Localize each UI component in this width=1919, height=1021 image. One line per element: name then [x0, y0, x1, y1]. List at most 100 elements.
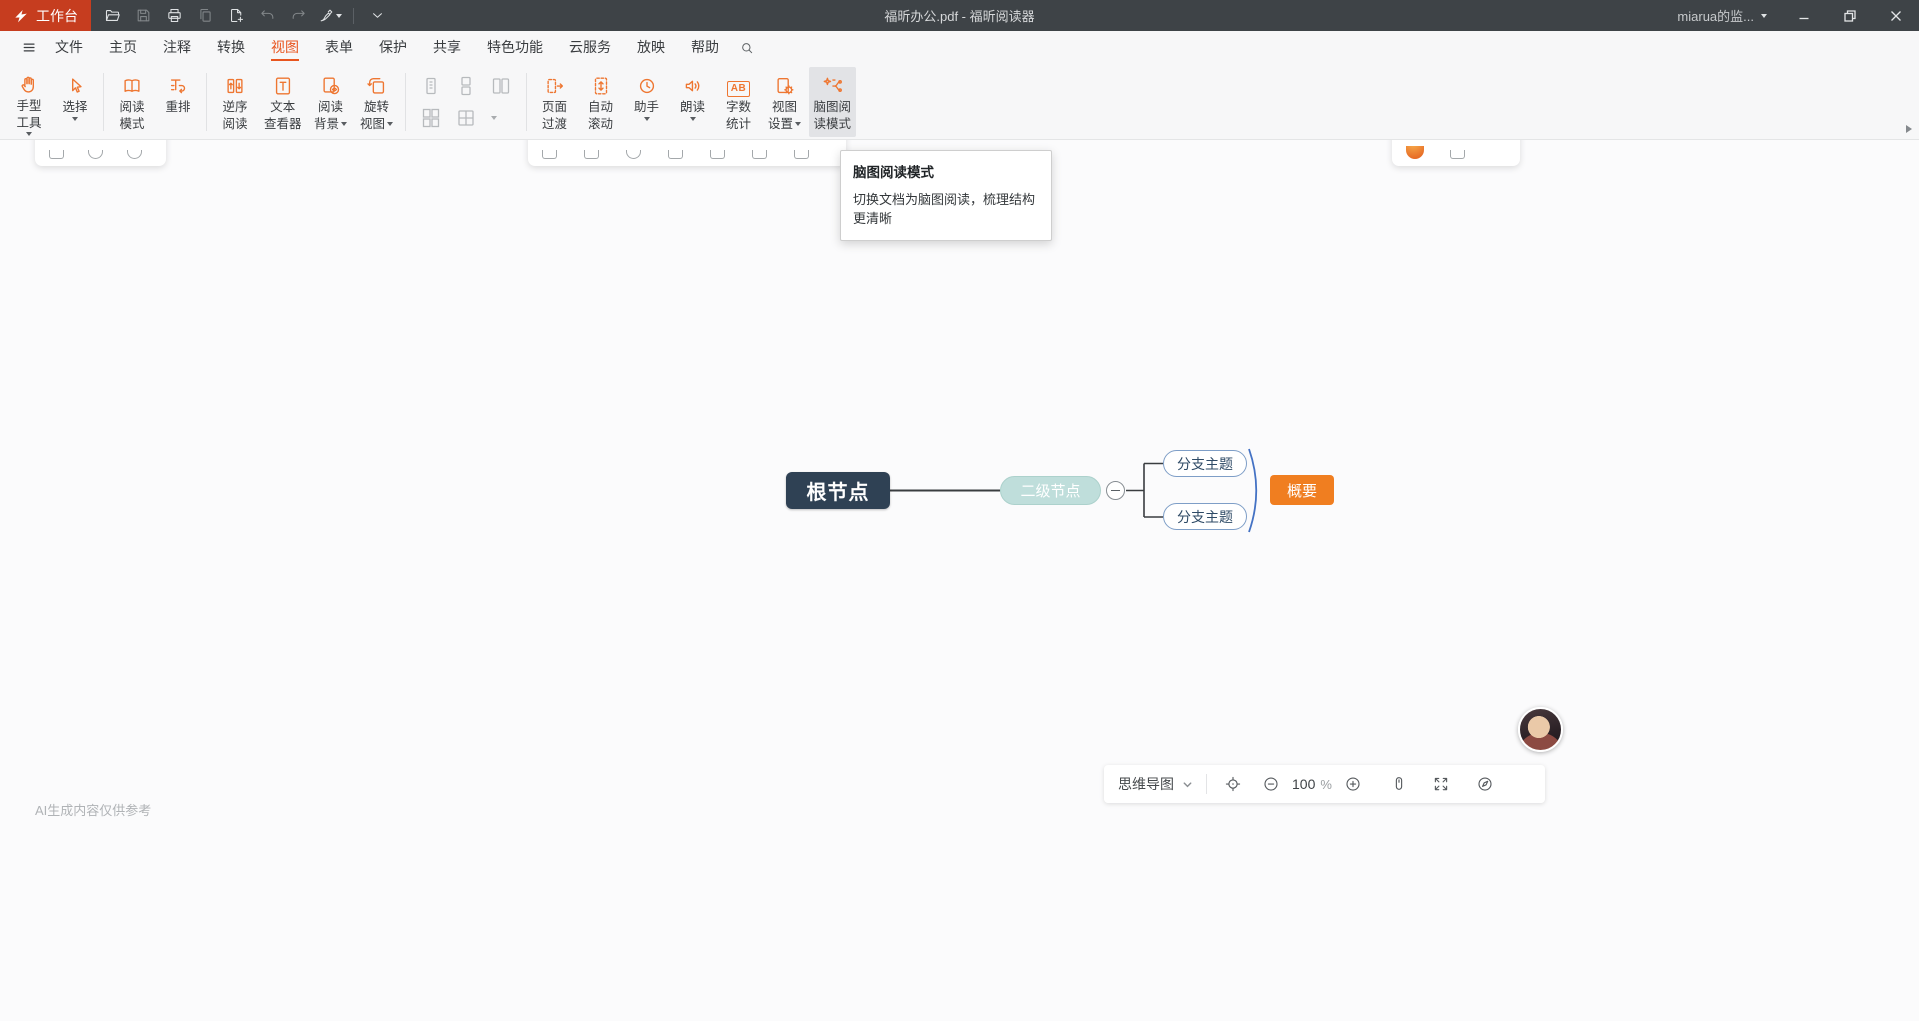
word-count-label: 字数: [726, 100, 752, 114]
menu-cloud[interactable]: 云服务: [569, 39, 611, 55]
toolbar-fragment-icon[interactable]: [49, 150, 64, 159]
layout-continuous-facing-icon[interactable]: [421, 108, 441, 128]
word-count-icon: AB: [726, 72, 751, 99]
user-account-menu[interactable]: miarua的监...: [1677, 6, 1767, 25]
open-file-icon[interactable]: [97, 0, 128, 31]
page-eye-icon: [320, 72, 342, 99]
workspace-label: 工作台: [36, 7, 78, 24]
toolbar-fragment-icon[interactable]: [794, 150, 809, 159]
hand-tool-button[interactable]: 手型工具: [7, 67, 51, 137]
toolbar-fragment-icon[interactable]: [542, 150, 557, 159]
close-button[interactable]: [1873, 0, 1919, 31]
locate-icon[interactable]: [1222, 773, 1244, 795]
zoom-in-button[interactable]: [1342, 773, 1364, 795]
chevron-down-icon: [1183, 781, 1192, 787]
book-icon: [121, 72, 143, 99]
mindmap-summary-node[interactable]: 概要: [1270, 475, 1334, 505]
collapse-branch-button[interactable]: [1106, 481, 1125, 500]
hamburger-icon[interactable]: [16, 31, 42, 64]
read-aloud-button[interactable]: 朗读: [671, 67, 715, 137]
menu-convert[interactable]: 转换: [217, 39, 245, 55]
reverse-reading-button[interactable]: 逆序阅读: [213, 67, 257, 137]
read-aloud-label: 朗读: [680, 100, 706, 114]
workspace-button[interactable]: 工作台: [0, 0, 91, 31]
quick-sign-caret: [335, 13, 342, 18]
save-icon[interactable]: [128, 0, 159, 31]
menu-protect[interactable]: 保护: [379, 39, 407, 55]
mindmap-mode-selector[interactable]: 思维导图: [1118, 774, 1193, 794]
foxit-logo-icon: [15, 9, 27, 22]
layout-continuous-icon[interactable]: [456, 76, 476, 96]
mindmap-mode-label: 脑图阅: [813, 100, 852, 114]
mindmap-branch-node-bottom[interactable]: 分支主题: [1163, 503, 1247, 530]
toolbar-fragment-icon[interactable]: [626, 150, 641, 159]
menu-share[interactable]: 共享: [433, 39, 461, 55]
mindmap-root-node[interactable]: 根节点: [786, 472, 890, 509]
user-name: miarua的监...: [1677, 9, 1754, 24]
zoom-level: 100%: [1292, 776, 1332, 792]
menu-home[interactable]: 主页: [109, 39, 137, 55]
create-file-icon[interactable]: [221, 0, 252, 31]
read-mode-button[interactable]: 阅读模式: [110, 67, 154, 137]
mindmap-branch-node-top[interactable]: 分支主题: [1163, 450, 1247, 477]
ribbon-overflow-arrow[interactable]: [1906, 125, 1912, 133]
toolbar-fragment-icon[interactable]: [88, 150, 103, 159]
restore-button[interactable]: [1827, 0, 1873, 31]
user-avatar[interactable]: [1518, 707, 1563, 752]
toolbar-fragment-icon[interactable]: [752, 150, 767, 159]
undo-icon[interactable]: [252, 0, 283, 31]
rotate-view-button[interactable]: 旋转视图: [355, 67, 399, 137]
menu-form[interactable]: 表单: [325, 39, 353, 55]
view-settings-button[interactable]: 视图设置: [763, 67, 807, 137]
toolbar-fragment-icon[interactable]: [710, 150, 725, 159]
mindmap-second-level-node[interactable]: 二级节点: [1000, 476, 1101, 505]
search-icon[interactable]: [732, 31, 762, 64]
menu-comment[interactable]: 注释: [163, 39, 191, 55]
select-label: 选择: [62, 100, 88, 114]
copy-pages-icon[interactable]: [190, 0, 221, 31]
text-viewer-button[interactable]: 文本查看器: [259, 67, 307, 137]
mouse-mode-icon[interactable]: [1388, 773, 1410, 795]
ai-assistant-icon[interactable]: [1406, 146, 1424, 159]
toolbar-fragment-icon[interactable]: [584, 150, 599, 159]
mindmap-reading-mode-button[interactable]: 脑图阅读模式: [808, 67, 857, 137]
floating-toolbar-fragment-left: [35, 140, 166, 166]
menu-features[interactable]: 特色功能: [487, 39, 543, 55]
layout-split-icon[interactable]: [456, 108, 476, 128]
tooltip: 脑图阅读模式 切换文档为脑图阅读，梳理结构更清晰: [840, 150, 1052, 241]
floating-toolbar-fragment-center: [528, 140, 846, 166]
reading-background-button[interactable]: 阅读背景: [309, 67, 353, 137]
redo-icon[interactable]: [283, 0, 314, 31]
reflow-button[interactable]: 重排: [156, 67, 200, 137]
minimize-button[interactable]: [1781, 0, 1827, 31]
toolbar-options-chevron-icon[interactable]: [362, 0, 393, 31]
word-count-button[interactable]: AB 字数统计: [717, 67, 761, 137]
reading-background-caret: [341, 121, 348, 126]
auto-scroll-label: 自动: [588, 100, 614, 114]
menu-file[interactable]: 文件: [55, 39, 83, 55]
menu-view[interactable]: 视图: [258, 31, 312, 64]
page-transition-button[interactable]: 页面过渡: [533, 67, 577, 137]
toolbar-fragment-icon[interactable]: [1450, 150, 1465, 159]
auto-scroll-icon: [590, 72, 612, 99]
layout-options-caret[interactable]: [490, 116, 497, 120]
ribbon-separator: [103, 73, 104, 131]
layout-facing-icon[interactable]: [491, 76, 511, 96]
select-tool-button[interactable]: 选择: [53, 67, 97, 137]
fullscreen-icon[interactable]: [1430, 773, 1452, 795]
zoom-out-button[interactable]: [1260, 773, 1282, 795]
layout-single-page-icon[interactable]: [421, 76, 441, 96]
compass-icon[interactable]: [1474, 773, 1496, 795]
menu-present[interactable]: 放映: [637, 39, 665, 55]
assistant-button[interactable]: 助手: [625, 67, 669, 137]
toolbar-fragment-icon[interactable]: [127, 150, 142, 159]
hand-tool-label: 手型: [16, 99, 42, 113]
toolbar-fragment-icon[interactable]: [668, 150, 683, 159]
quick-sign-icon[interactable]: [314, 0, 345, 31]
user-menu-caret: [1761, 13, 1767, 18]
auto-scroll-button[interactable]: 自动滚动: [579, 67, 623, 137]
menu-help[interactable]: 帮助: [691, 39, 719, 55]
ribbon-toolbar: 手型工具 选择 阅读模式 重排 逆序阅读 文本查看器 阅读背景: [0, 64, 1919, 140]
print-icon[interactable]: [159, 0, 190, 31]
quick-access-toolbar: [97, 0, 393, 31]
